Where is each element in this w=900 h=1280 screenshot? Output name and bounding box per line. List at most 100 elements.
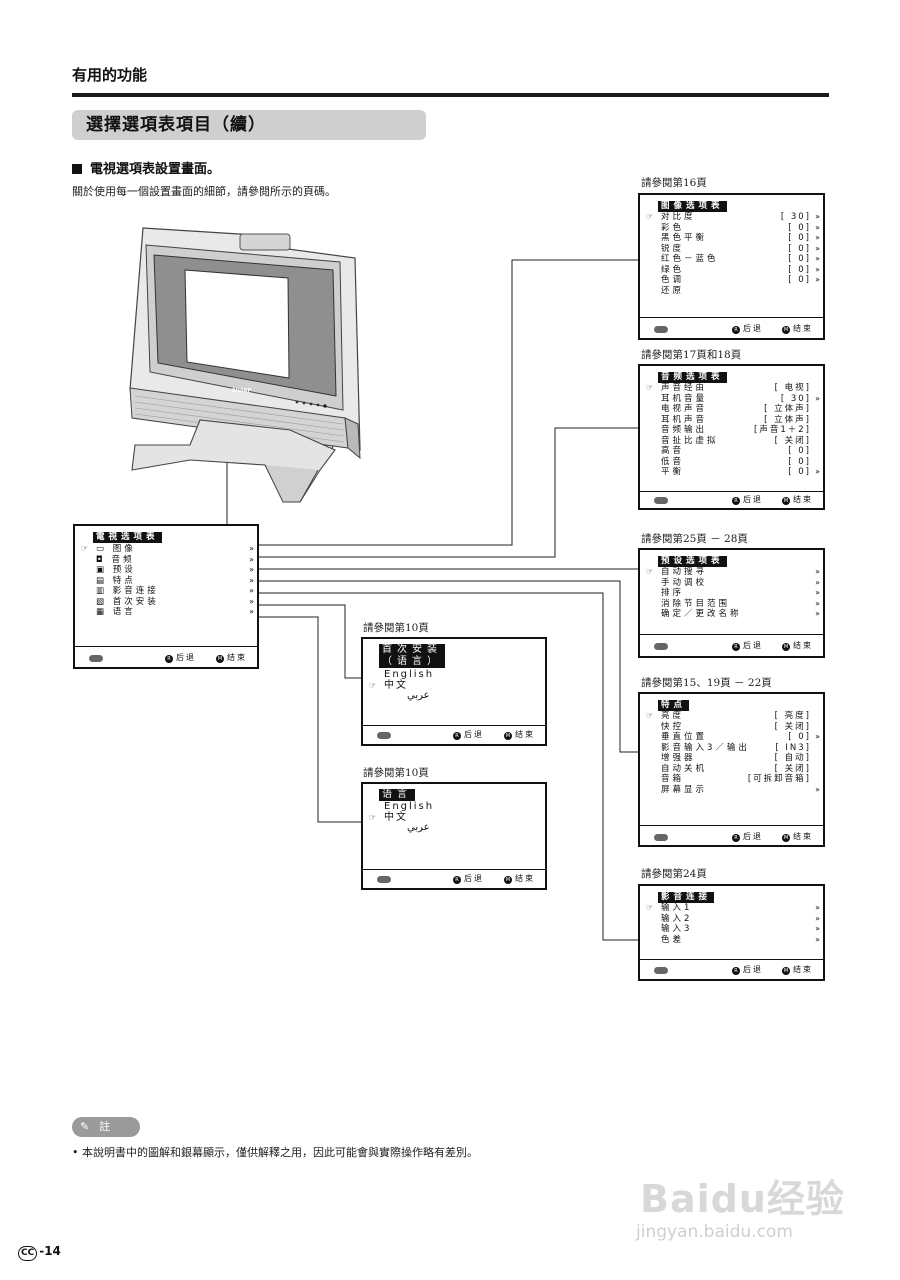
option-label: 中文 (384, 679, 408, 691)
menu-item-features[interactable]: ▤ 特点» (81, 576, 254, 587)
features-row[interactable]: 自动关机[ 关闭] (646, 764, 817, 775)
row-value: [ 电视] (774, 383, 811, 393)
submenu-arrow-icon: » (815, 243, 820, 253)
audio-row[interactable]: 耳机音量[ 30]» (646, 393, 820, 405)
audio-row[interactable]: 平衡[ 0]» (646, 467, 820, 478)
menu-item-language[interactable]: ▦ 语言» (81, 607, 254, 618)
language-option[interactable]: عربي (369, 822, 539, 834)
language-option[interactable]: ☞中文 (369, 812, 539, 824)
features-row[interactable]: 快控[ 关闭] (646, 722, 817, 733)
av-row[interactable]: 输入3 » (646, 924, 820, 935)
picture-row[interactable]: 还原 (646, 286, 817, 297)
preset-row[interactable]: 消除节目范围» (646, 598, 820, 610)
connector-audio (258, 427, 638, 558)
features-row[interactable]: ☞亮度[ 亮度] (646, 711, 817, 722)
row-label: 消除节目范围 (661, 598, 731, 609)
submenu-arrow-icon: » (815, 924, 820, 933)
pointer-icon: ☞ (646, 383, 654, 392)
submenu-arrow-icon: » (815, 393, 820, 403)
menu-item-setup[interactable]: ▧ 首次安装» (81, 597, 254, 608)
audio-row[interactable]: 音扯比虚拟[ 关闭] (646, 436, 817, 447)
page-number: CC-14 (18, 1244, 61, 1261)
language-option[interactable]: ☞中文 (369, 679, 539, 692)
row-value: [ 30] (780, 393, 811, 404)
row-label: 平衡 (661, 467, 685, 477)
row-label: 输入3 (661, 924, 693, 934)
pointer-icon: ☞ (646, 567, 654, 576)
setup-menu-ref: 請參閱第10頁 (363, 622, 429, 634)
language-menu-title: 语言 (379, 789, 415, 801)
menu-item-audio[interactable]: ◘ 音频» (81, 555, 254, 566)
audio-row[interactable]: 耳机声音[ 立体声] (646, 415, 817, 426)
row-label: 还原 (661, 285, 685, 296)
picture-row[interactable]: 红色－蓝色[ 0]» (646, 254, 820, 265)
return-key-icon: R (732, 643, 740, 651)
picture-menu-ref: 請參閱第16頁 (641, 177, 707, 189)
preset-row[interactable]: ☞自动搜寻» (646, 567, 820, 578)
connector-picture (258, 259, 638, 546)
language-option[interactable]: عربي (369, 690, 539, 702)
av-row[interactable]: 输入2» (646, 913, 820, 925)
picture-row[interactable]: 色调[ 0]» (646, 275, 820, 286)
preset-row[interactable]: 手动调校» (646, 578, 820, 589)
audio-row[interactable]: ☞声音经由[ 电视] (646, 383, 817, 394)
menu-divider (640, 825, 823, 826)
menu-item-av-link[interactable]: ▥ 影音连接» (81, 586, 254, 597)
picture-row[interactable]: ☞对比度[ 30]» (646, 212, 820, 223)
features-row[interactable]: 影音输入3／输出 [ IN3] (646, 743, 817, 754)
row-label: 输入2 (661, 913, 693, 924)
picture-row[interactable]: 黑色平衡[ 0]» (646, 233, 820, 244)
audio-menu-title: 音频选项表 (658, 372, 727, 383)
menu-key-icon: M (216, 655, 224, 663)
row-label: 低音 (661, 456, 685, 467)
row-label: 垂直位置 (661, 732, 708, 742)
option-label: عربي (407, 822, 430, 833)
row-value: [ IN3] (775, 742, 811, 753)
submenu-arrow-icon: » (249, 565, 254, 574)
features-row[interactable]: 增强器[ 自动] (646, 753, 817, 764)
features-row[interactable]: 屏幕显示» (646, 784, 820, 796)
ok-button-icon (377, 732, 391, 739)
menu-item-picture[interactable]: ☞▭ 图像» (81, 544, 254, 555)
submenu-arrow-icon: » (815, 567, 820, 576)
submenu-arrow-icon: » (815, 784, 820, 794)
row-label: 影音输入3／输出 (661, 742, 750, 753)
av-row[interactable]: 色差» (646, 935, 820, 946)
features-menu-title: 特点 (658, 700, 690, 711)
language-option[interactable]: English (369, 669, 539, 681)
audio-row[interactable]: 低音[ 0] (646, 457, 817, 468)
preset-row[interactable]: 排序» (646, 588, 820, 599)
picture-row[interactable]: 彩色[ 0]» (646, 222, 820, 234)
tv-illustration (129, 227, 361, 503)
picture-row[interactable]: 锐度[ 0]» (646, 243, 820, 255)
watermark-url: jingyan.baidu.com (636, 1222, 793, 1242)
row-value: [ 0] (788, 446, 811, 456)
language-option[interactable]: English (369, 801, 539, 813)
row-label: 绿色 (661, 264, 685, 275)
av-row[interactable]: ☞输入1» (646, 903, 820, 914)
audio-row[interactable]: 电视声音[ 立体声] (646, 404, 817, 415)
picture-row[interactable]: 绿色[ 0]» (646, 264, 820, 276)
audio-row[interactable]: 音频输出[声音1＋2] (646, 425, 817, 436)
preset-row[interactable]: 确定／更改名称» (646, 609, 820, 620)
features-row[interactable]: 垂直位置[ 0]» (646, 732, 820, 743)
submenu-arrow-icon: » (249, 607, 254, 616)
features-menu-list: ☞亮度[ 亮度] 快控[ 关闭] 垂直位置[ 0]» 影音输入3／输出 [ IN3… (646, 711, 820, 796)
submenu-arrow-icon: » (815, 222, 820, 232)
audio-row[interactable]: 高音[ 0] (646, 446, 817, 457)
menu-divider (363, 869, 545, 870)
menu-item-preset[interactable]: ▣ 预设» (81, 565, 254, 576)
ok-button-icon (89, 655, 103, 662)
features-row[interactable]: 音箱[可拆卸音箱] (646, 774, 817, 785)
